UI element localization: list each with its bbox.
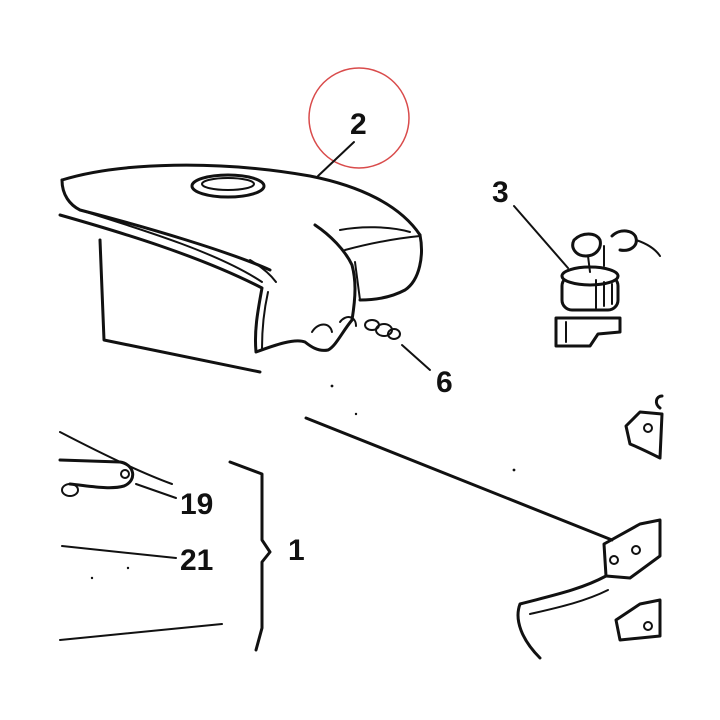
side-frame	[516, 394, 664, 660]
callout-19: 19	[180, 488, 213, 521]
lower-panel	[59, 238, 614, 542]
highlight-circle	[308, 67, 410, 169]
leader-lines	[59, 141, 569, 641]
callout-2: 2	[350, 108, 367, 141]
stipple-dots	[90, 384, 516, 580]
callout-3: 3	[492, 176, 509, 209]
screws-part-6	[364, 319, 401, 340]
callout-21: 21	[180, 544, 213, 577]
callout-1: 1	[288, 534, 305, 567]
lock-part-3	[554, 229, 661, 348]
callout-6: 6	[436, 366, 453, 399]
group-bracket	[228, 460, 272, 652]
bracket-part-19	[58, 458, 135, 497]
cover-part-2	[58, 163, 423, 354]
